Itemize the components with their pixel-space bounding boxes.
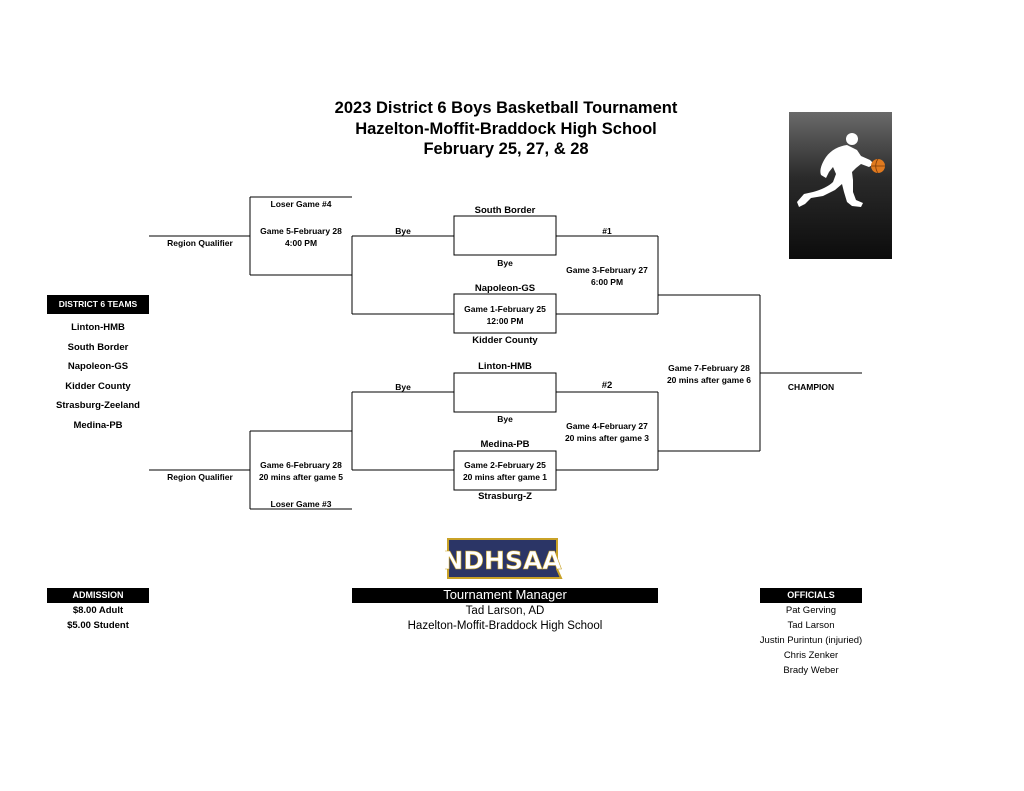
game4-date-label: Game 4-February 27 <box>566 421 648 431</box>
team-medina-pb: Medina-PB <box>480 439 530 450</box>
game3-time-label: 6:00 PM <box>590 277 624 287</box>
seed-2-label: #2 <box>601 380 613 391</box>
region-qualifier-top-label: Region Qualifier <box>167 238 233 248</box>
tournament-title: 2023 District 6 Boys Basketball Tourname… <box>334 99 678 117</box>
officials-header: OFFICIALS <box>760 588 862 603</box>
game5-date-label: Game 5-February 28 <box>260 226 342 236</box>
team-list-item: Kidder County <box>65 381 131 392</box>
bye-top-mid-label: Bye <box>497 258 513 268</box>
game5-time-label: 4:00 PM <box>284 238 318 248</box>
team-list-item: Medina-PB <box>73 420 123 431</box>
game3-date-label: Game 3-February 27 <box>566 265 648 275</box>
official-name: Tad Larson <box>787 620 835 631</box>
champion-label: CHAMPION <box>787 382 835 392</box>
bye-bottom-left-label: Bye <box>395 382 411 392</box>
game2-time-label: 20 mins after game 1 <box>462 472 548 482</box>
team-list-item: Linton-HMB <box>71 322 125 333</box>
team-strasburg-z: Strasburg-Z <box>478 491 532 502</box>
tournament-manager-header: Tournament Manager <box>352 588 658 603</box>
team-list-item: Strasburg-Zeeland <box>56 400 140 411</box>
ndhsaa-logo: NDHSAA <box>442 536 563 584</box>
loser-game-3-label: Loser Game #3 <box>270 499 332 509</box>
game4-time-label: 20 mins after game 3 <box>564 433 650 443</box>
tournament-dates: February 25, 27, & 28 <box>423 140 589 158</box>
team-kidder-county: Kidder County <box>472 335 538 346</box>
game6-time-label: 20 mins after game 5 <box>258 472 344 482</box>
game7-time-label: 20 mins after game 6 <box>666 375 752 385</box>
official-name: Justin Purintun (injuried) <box>759 635 863 646</box>
tournament-manager-school: Hazelton-Moffit-Braddock High School <box>407 620 603 632</box>
admission-adult-price: $8.00 Adult <box>72 605 124 616</box>
game1-date-label: Game 1-February 25 <box>464 304 546 314</box>
game6-date-label: Game 6-February 28 <box>260 460 342 470</box>
team-list-item: South Border <box>67 342 129 353</box>
player-silhouette-icon <box>797 133 885 207</box>
official-name: Brady Weber <box>783 665 839 676</box>
game1-time-label: 12:00 PM <box>486 316 524 326</box>
loser-game-4-label: Loser Game #4 <box>270 199 332 209</box>
bye-bottom-mid-label: Bye <box>497 414 513 424</box>
official-name: Chris Zenker <box>783 650 839 661</box>
region-qualifier-bottom-label: Region Qualifier <box>167 472 233 482</box>
team-linton-hmb: Linton-HMB <box>478 361 532 372</box>
district-teams-header: DISTRICT 6 TEAMS <box>47 295 149 314</box>
ndhsaa-logo-text: NDHSAA <box>445 546 562 575</box>
team-south-border: South Border <box>474 205 536 216</box>
team-list-item: Napoleon-GS <box>67 361 129 372</box>
admission-student-price: $5.00 Student <box>67 620 129 631</box>
official-name: Pat Gerving <box>785 605 837 616</box>
tournament-manager-name: Tad Larson, AD <box>465 605 545 617</box>
seed-1-label: #1 <box>602 226 612 236</box>
bye-top-left-label: Bye <box>395 226 411 236</box>
host-school-title: Hazelton-Moffit-Braddock High School <box>355 120 657 138</box>
game2-date-label: Game 2-February 25 <box>464 460 546 470</box>
game7-date-label: Game 7-February 28 <box>668 363 750 373</box>
team-napoleon-gs: Napoleon-GS <box>474 283 536 294</box>
basketball-player-image <box>789 112 892 259</box>
admission-header: ADMISSION <box>47 588 149 603</box>
